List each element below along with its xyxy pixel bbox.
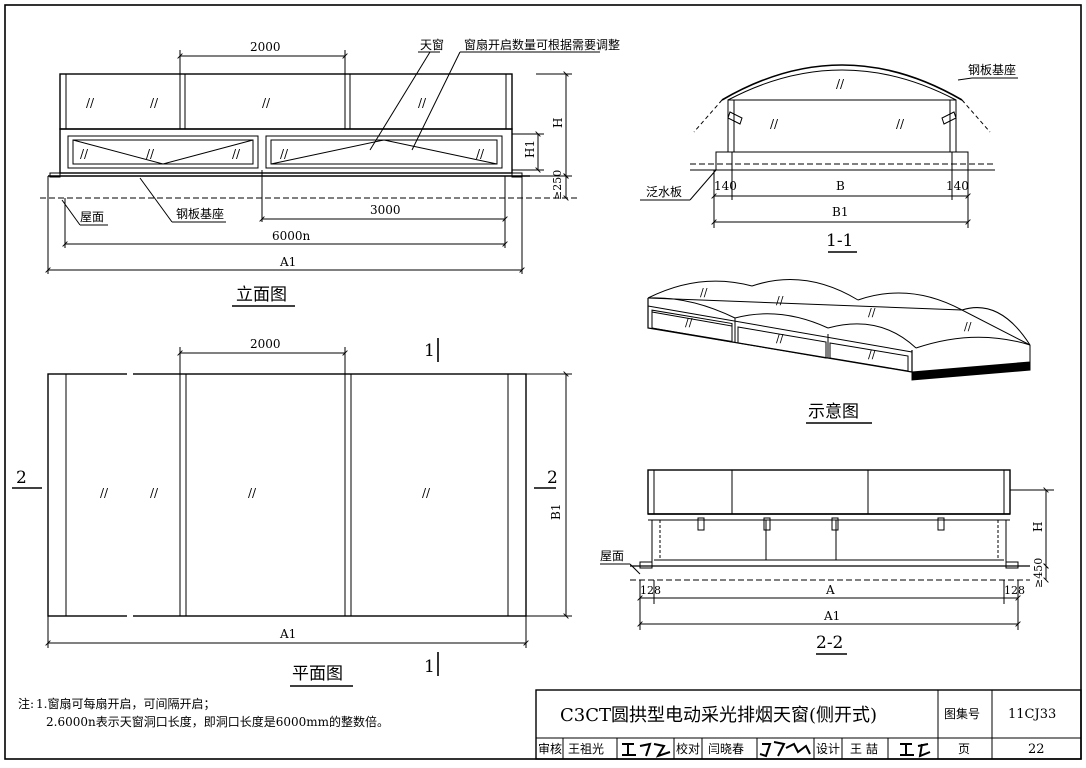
section-2-2-dim-a1: A1: [823, 609, 840, 623]
atlas-number-label: 图集号: [944, 706, 980, 721]
plan-title: 平面图: [292, 664, 343, 684]
section-1-1-dim-b: B: [836, 179, 845, 193]
design-label: 设计: [816, 742, 840, 756]
glass-mark: //: [100, 486, 109, 500]
elevation-label-skylight: 天窗: [420, 38, 444, 52]
plan-section-mark-1-top: 1: [424, 341, 435, 361]
glass-mark: //: [776, 294, 784, 307]
notes-line-2: 2.6000n表示天窗洞口长度，即洞口长度是6000mm的整数倍。: [46, 714, 389, 729]
section-2-2-dim-a: A: [825, 583, 835, 597]
schematic-title: 示意图: [808, 402, 859, 422]
elevation-dim-a1: A1: [279, 255, 296, 269]
plan-dim-2000: 2000: [250, 337, 281, 351]
notes-prefix: 注:: [18, 696, 34, 711]
section-2-2-view: [600, 469, 1054, 655]
section-2-2-labels: 屋面 128 128 A A1 H ≥450 2-2: [600, 522, 1045, 653]
elevation-label-sash-note: 窗扇开启数量可根据需要调整: [464, 37, 620, 52]
review-signature: [622, 742, 671, 758]
elevation-dim-6000n: 6000n: [272, 229, 311, 243]
glass-mark: //: [476, 147, 485, 161]
glass-mark: //: [776, 332, 784, 345]
glass-mark: //: [280, 147, 289, 161]
glass-mark: //: [146, 147, 155, 161]
section-2-2-dim-450: ≥450: [1032, 558, 1045, 588]
section-2-2-dim-128-right: 128: [1004, 584, 1025, 597]
elevation-dim-250: ≥250: [551, 170, 564, 200]
plan-view: [12, 338, 572, 687]
plan-dim-b1: B1: [549, 504, 563, 520]
plan-labels: 2000 A1 B1 1 1 2 2 平面图 // // // //: [16, 337, 563, 684]
check-name: 闫晓春: [708, 742, 744, 756]
check-signature: [759, 741, 811, 758]
section-1-1-title: 1-1: [826, 231, 853, 251]
glass-mark: //: [836, 77, 845, 91]
glass-mark: //: [896, 117, 905, 131]
review-label: 审核: [538, 741, 562, 756]
check-label: 校对: [676, 741, 700, 756]
schematic-labels: 示意图 // // // // // // //: [685, 286, 972, 422]
section-1-1-dim-140-right: 140: [946, 179, 969, 193]
plan-section-mark-1-bottom: 1: [424, 657, 435, 677]
elevation-label-roof: 屋面: [80, 210, 104, 224]
schematic-view: [647, 279, 1031, 424]
glass-mark: //: [80, 147, 89, 161]
glass-mark: //: [770, 117, 779, 131]
notes: 注: 1.窗扇可每扇开启，可间隔开启； 2.6000n表示天窗洞口长度，即洞口长…: [18, 696, 389, 729]
glass-mark: //: [964, 320, 972, 333]
section-2-2-dim-128-left: 128: [640, 584, 661, 597]
review-name: 王祖光: [568, 741, 604, 756]
elevation-view: [40, 50, 600, 307]
design-signature: [900, 743, 931, 758]
section-2-2-dim-h: H: [1031, 522, 1045, 532]
glass-mark: //: [868, 306, 876, 319]
plan-dim-a1: A1: [279, 627, 296, 641]
elevation-label-base: 钢板基座: [176, 206, 224, 221]
section-1-1-dim-140-left: 140: [714, 179, 737, 193]
elevation-dim-2000: 2000: [250, 40, 281, 54]
glass-mark: //: [150, 486, 159, 500]
section-1-1-label-base: 钢板基座: [968, 62, 1016, 77]
glass-mark: //: [418, 96, 427, 110]
elevation-dim-h: H: [551, 118, 565, 128]
glass-mark: //: [685, 316, 693, 329]
sheet-border: [4, 4, 1082, 760]
elevation-title: 立面图: [236, 285, 287, 305]
atlas-number-value: 11CJ33: [1008, 707, 1056, 722]
drawing-title: C3CT圆拱型电动采光排烟天窗(侧开式): [560, 705, 877, 726]
section-2-2-title: 2-2: [816, 633, 843, 653]
section-1-1-labels: 钢板基座 泛水板 140 140 B B1 1-1 // // //: [646, 62, 1016, 251]
title-block-text: C3CT圆拱型电动采光排烟天窗(侧开式) 图集号 11CJ33 审核 王祖光 校…: [538, 705, 1056, 758]
design-name: 王 喆: [850, 742, 878, 756]
plan-section-mark-2-right: 2: [547, 468, 558, 488]
section-1-1-label-flashing: 泛水板: [646, 185, 682, 199]
section-1-1-dim-b1: B1: [832, 205, 848, 219]
notes-line-1: 1.窗扇可每扇开启，可间隔开启；: [36, 696, 215, 711]
glass-mark: //: [150, 96, 159, 110]
elevation-dim-h1: H1: [523, 140, 537, 158]
glass-mark: //: [86, 96, 95, 110]
elevation-glass-marks: // // // // // // // // //: [80, 96, 485, 161]
section-1-1-view: [640, 64, 1018, 253]
glass-mark: //: [700, 286, 708, 299]
glass-mark: //: [248, 486, 257, 500]
glass-mark: //: [262, 96, 271, 110]
section-2-2-label-roof: 屋面: [600, 549, 624, 563]
elevation-labels: 2000 天窗 窗扇开启数量可根据需要调整 3000 6000n A1 屋面 钢…: [80, 37, 620, 305]
glass-mark: //: [232, 147, 241, 161]
glass-mark: //: [868, 348, 876, 361]
title-block: [535, 689, 1082, 760]
elevation-dim-3000: 3000: [370, 203, 401, 217]
page-label: 页: [958, 742, 970, 756]
plan-section-mark-2-left: 2: [16, 468, 27, 488]
glass-mark: //: [422, 486, 431, 500]
page-value: 22: [1028, 742, 1045, 757]
